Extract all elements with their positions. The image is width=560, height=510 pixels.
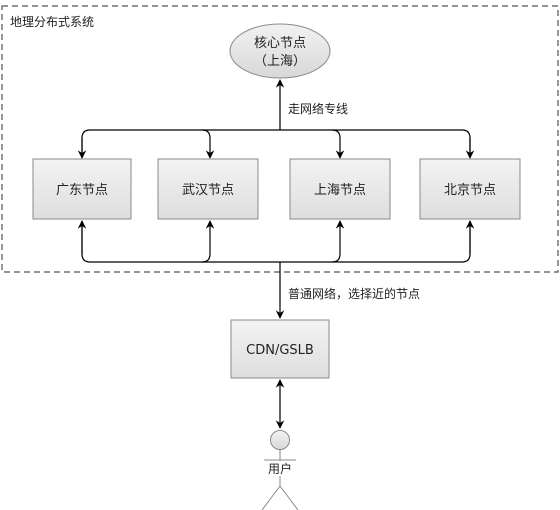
node-label: 北京节点 xyxy=(444,183,496,198)
core-node xyxy=(229,23,331,79)
dedicated-link-label: 走网络专线 xyxy=(288,101,348,116)
region-title: 地理分布式系统 xyxy=(10,15,94,29)
gslb-node: CDN/GSLB xyxy=(230,319,330,379)
node-shanghai: 上海节点 xyxy=(289,158,391,220)
bottom-bus-arrow-wuhan xyxy=(201,220,215,263)
node-label: 武汉节点 xyxy=(182,183,234,198)
user-label: 用户 xyxy=(268,461,292,476)
bottom-bus xyxy=(81,221,471,263)
node-guangdong: 广东节点 xyxy=(32,158,132,220)
public-link-label: 普通网络，选择近的节点 xyxy=(288,286,420,301)
node-label: 广东节点 xyxy=(56,183,108,198)
node-label: 上海节点 xyxy=(314,183,366,198)
bottom-bus-arrow-shanghai xyxy=(331,220,345,263)
top-bus-arrow-shanghai xyxy=(331,129,345,159)
top-bus xyxy=(81,129,471,158)
gslb-label: CDN/GSLB xyxy=(246,343,314,358)
user-actor-icon xyxy=(261,430,299,510)
top-bus-arrow-wuhan xyxy=(201,129,215,159)
node-beijing: 北京节点 xyxy=(419,158,521,220)
core-node-label: 核心节点 xyxy=(254,36,306,51)
node-wuhan: 武汉节点 xyxy=(157,158,259,220)
core-node-location: （上海） xyxy=(254,54,306,69)
